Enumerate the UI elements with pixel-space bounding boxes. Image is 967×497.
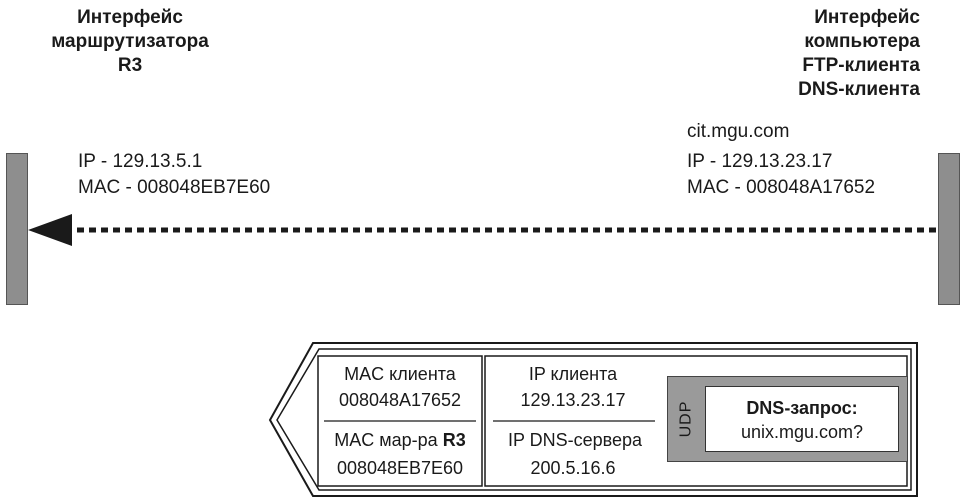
arrowhead-icon bbox=[28, 214, 72, 246]
computer-title-line-4: DNS-клиента bbox=[798, 79, 920, 100]
ip-dns-value: 200.5.16.6 bbox=[530, 458, 616, 478]
dns-query-name: unix.mgu.com? bbox=[740, 422, 864, 442]
computer-title-line-3: FTP-клиента bbox=[802, 55, 920, 76]
router-interface-bar bbox=[6, 153, 28, 305]
computer-ip: IP - 129.13.23.17 bbox=[687, 151, 833, 172]
router-title-line-2: маршрутизатора bbox=[51, 31, 209, 52]
udp-label-wrap: UDP bbox=[669, 376, 703, 462]
ethernet-frame-inner-outline bbox=[276, 348, 912, 491]
ip-client-label: IP клиента bbox=[528, 364, 618, 384]
mac-router-value: 008048EB7E60 bbox=[336, 458, 464, 478]
udp-label: UDP bbox=[677, 400, 694, 438]
ip-dns-label: IP DNS-сервера bbox=[507, 430, 643, 450]
router-ip: IP - 129.13.5.1 bbox=[78, 151, 203, 172]
mac-client-label: MAC клиента bbox=[344, 364, 456, 384]
ip-client-value: 129.13.23.17 bbox=[520, 390, 626, 410]
router-title-line-3: R3 bbox=[117, 55, 143, 76]
mac-router-label-bold: R3 bbox=[442, 430, 466, 450]
mac-router-label-prefix: MAC мар-ра bbox=[334, 430, 443, 450]
computer-hostname: cit.mgu.com bbox=[687, 121, 790, 142]
computer-mac: MAC - 008048A17652 bbox=[687, 177, 876, 198]
computer-interface-title: Интерфейс компьютера FTP-клиента DNS-кли… bbox=[720, 6, 920, 102]
computer-title-line-2: компьютера bbox=[804, 31, 920, 52]
router-mac: MAC - 008048EB7E60 bbox=[78, 177, 271, 198]
router-title-line-1: Интерфейс bbox=[77, 7, 183, 28]
dns-query-box bbox=[705, 386, 899, 452]
mac-client-value: 008048A17652 bbox=[338, 390, 462, 410]
mac-router-label: MAC мар-ра R3 bbox=[316, 428, 484, 452]
computer-interface-bar bbox=[938, 153, 960, 305]
router-interface-title: Интерфейс маршрутизатора R3 bbox=[30, 6, 230, 78]
dns-query-title: DNS-запрос: bbox=[746, 398, 858, 418]
computer-title-line-1: Интерфейс bbox=[814, 7, 920, 28]
